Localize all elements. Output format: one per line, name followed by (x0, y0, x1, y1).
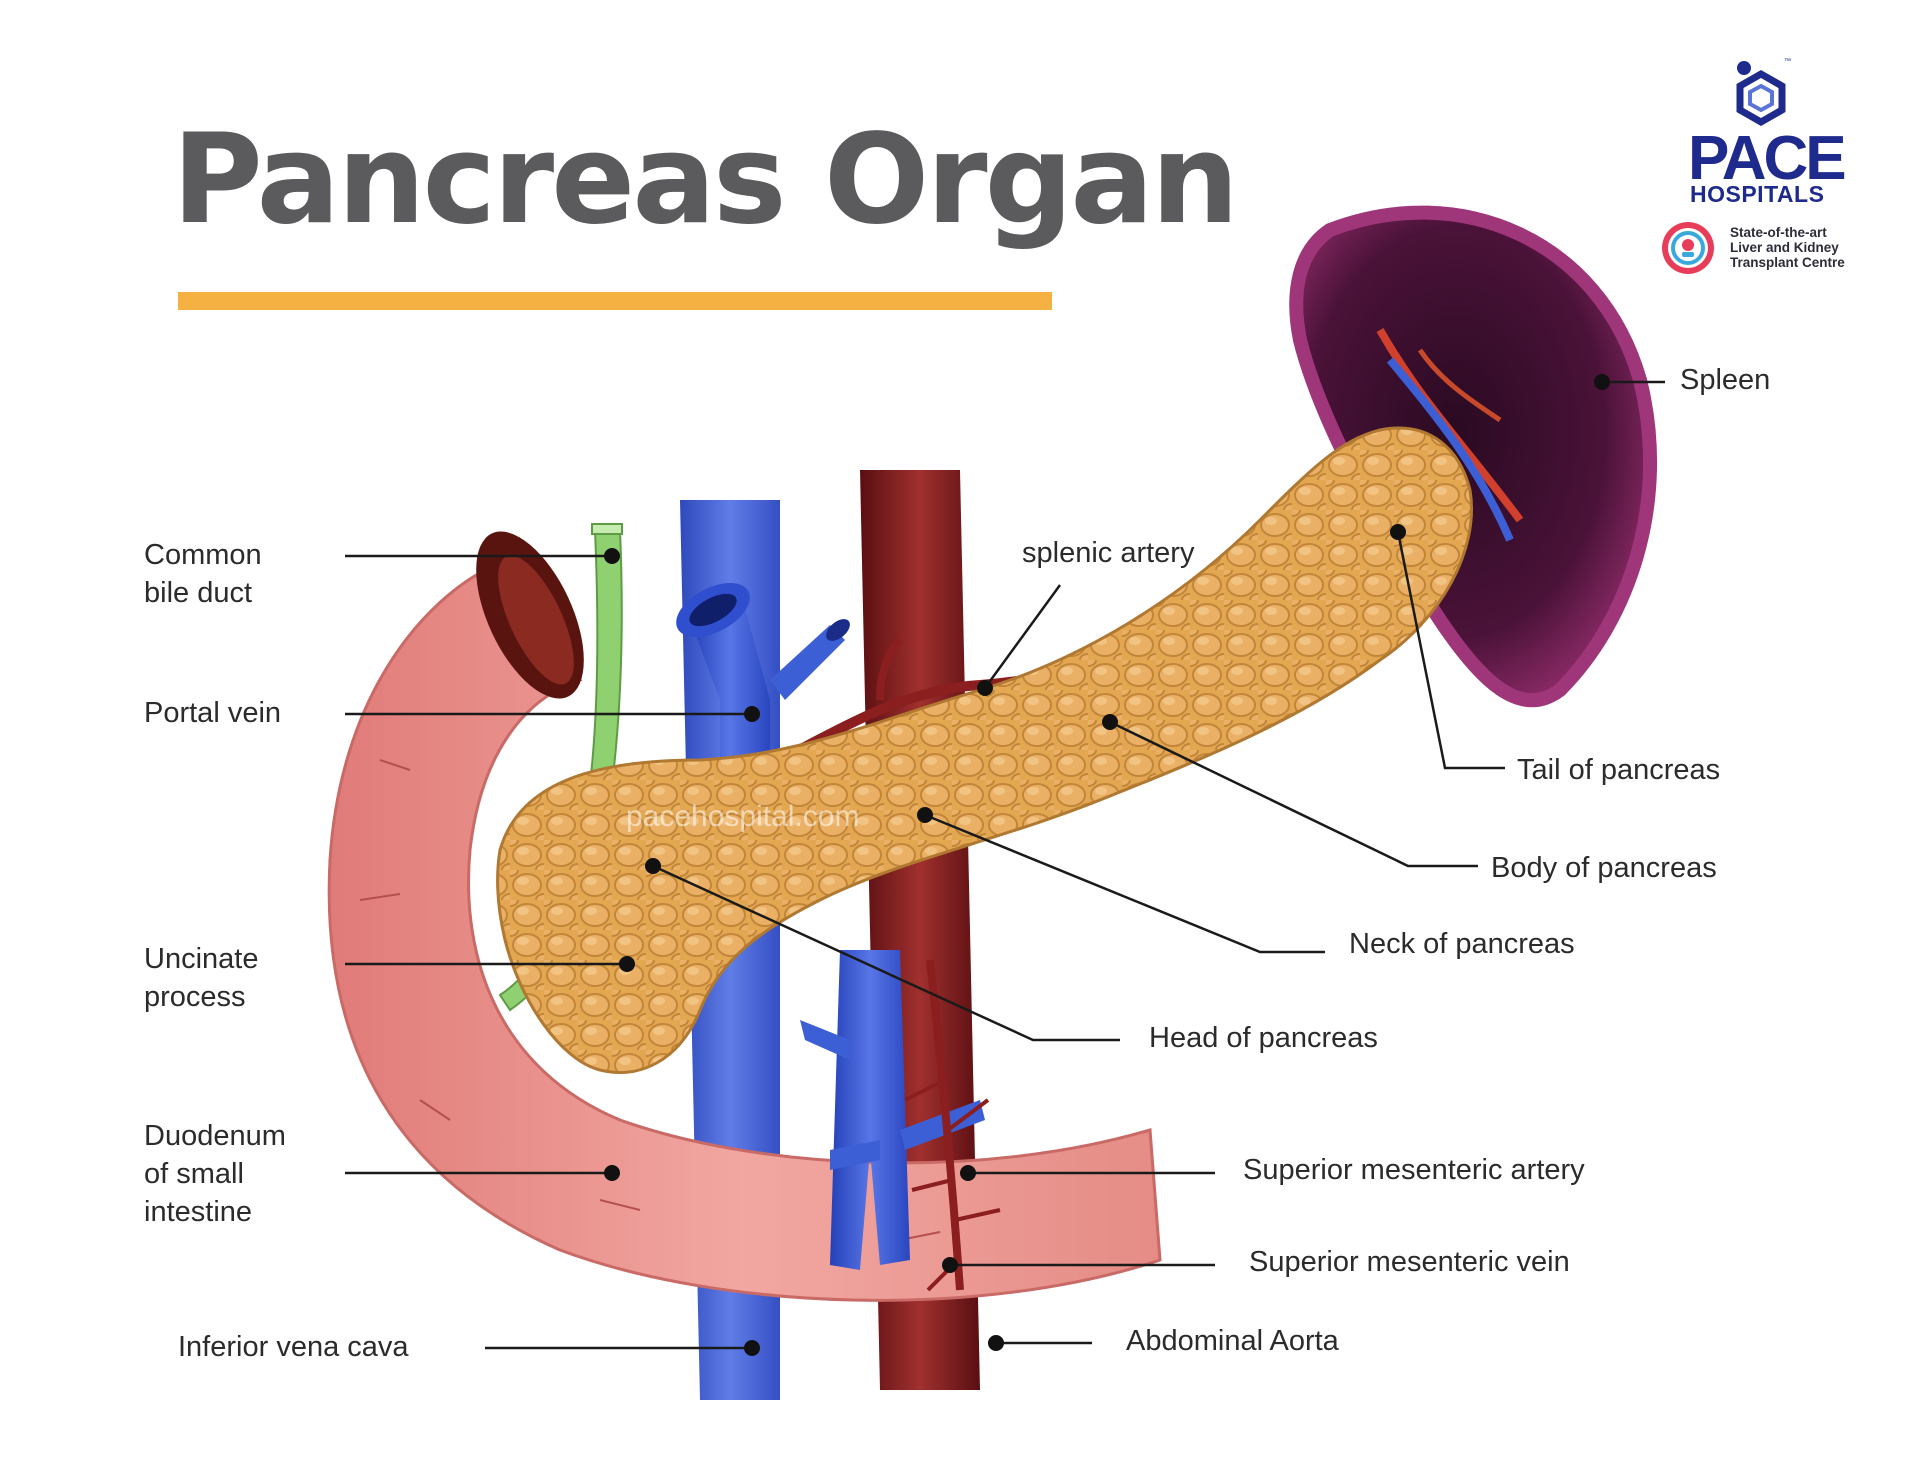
transplant-centre-badge-icon (1662, 222, 1714, 274)
tagline-line-2: Liver and Kidney (1730, 240, 1839, 255)
label-spleen: Spleen (1680, 364, 1771, 396)
leader-neck (924, 813, 1325, 954)
superior-mesenteric-artery-vessel (904, 959, 1001, 1292)
dot-head (645, 858, 661, 874)
label-line: Common (144, 539, 262, 571)
label-line: of small (144, 1158, 244, 1190)
label-splenic-artery: splenic artery (1022, 537, 1195, 569)
leader-splenic-artery (983, 584, 1062, 689)
label-inferior-vena-cava: Inferior vena cava (178, 1331, 409, 1363)
logo-name: PACE (1688, 124, 1847, 193)
page-title: Pancreas Organ (172, 108, 1239, 252)
dot-sma (960, 1165, 976, 1181)
dot-body (1102, 714, 1118, 730)
portal-vein (676, 582, 850, 780)
leader-body (1109, 720, 1478, 868)
dot-duodenum (604, 1165, 620, 1181)
dot-smv (942, 1257, 958, 1273)
label-portal-vein: Portal vein (144, 697, 282, 729)
superior-mesenteric-vein (800, 950, 985, 1270)
watermark: pacehospital.com (626, 800, 860, 833)
label-line: Uncinate (144, 943, 259, 975)
dot-aorta (988, 1335, 1004, 1351)
leader-lines (345, 380, 1665, 1350)
dot-neck (917, 807, 933, 823)
leader-tail (1396, 531, 1505, 770)
label-neck-of-pancreas: Neck of pancreas (1349, 928, 1575, 960)
label-line: process (144, 981, 246, 1013)
label-uncinate-process: Uncinate process (144, 940, 258, 1016)
label-superior-mesenteric-vein: Superior mesenteric vein (1249, 1246, 1570, 1278)
tagline-line-3: Transplant Centre (1730, 255, 1845, 270)
dot-splenic-artery (977, 680, 993, 696)
label-abdominal-aorta: Abdominal Aorta (1126, 1325, 1339, 1357)
duodenum (327, 531, 1162, 1302)
logo-tagline: State-of-the-art Liver and Kidney Transp… (1730, 225, 1890, 270)
label-duodenum: Duodenum of small intestine (144, 1117, 286, 1231)
label-line: bile duct (144, 577, 253, 609)
leader-head (652, 864, 1120, 1042)
dot-common-bile-duct (604, 548, 620, 564)
pace-hospitals-logo: ™ PACE HOSPITALS State-of-the-art Liver … (1660, 58, 1890, 288)
dot-portal-vein (744, 706, 760, 722)
pancreas-organ (496, 426, 1473, 1074)
label-body-of-pancreas: Body of pancreas (1491, 852, 1717, 884)
dot-spleen (1594, 374, 1610, 390)
label-superior-mesenteric-artery: Superior mesenteric artery (1243, 1154, 1585, 1186)
dot-tail (1390, 524, 1406, 540)
trademark-symbol: ™ (1784, 58, 1791, 65)
title-underline (178, 292, 1052, 310)
label-common-bile-duct: Common bile duct (144, 536, 262, 612)
spleen-organ (1289, 205, 1658, 708)
label-line: intestine (144, 1196, 253, 1228)
pace-logo-mark-icon (1736, 61, 1786, 127)
dot-inferior-vena-cava (744, 1340, 760, 1356)
label-head-of-pancreas: Head of pancreas (1149, 1022, 1378, 1054)
label-dots (604, 374, 1610, 1356)
dot-uncinate-process (619, 956, 635, 972)
label-tail-of-pancreas: Tail of pancreas (1517, 754, 1721, 786)
logo-subname: HOSPITALS (1690, 181, 1825, 207)
tagline-line-1: State-of-the-art (1730, 225, 1827, 240)
label-line: Duodenum (144, 1120, 286, 1152)
